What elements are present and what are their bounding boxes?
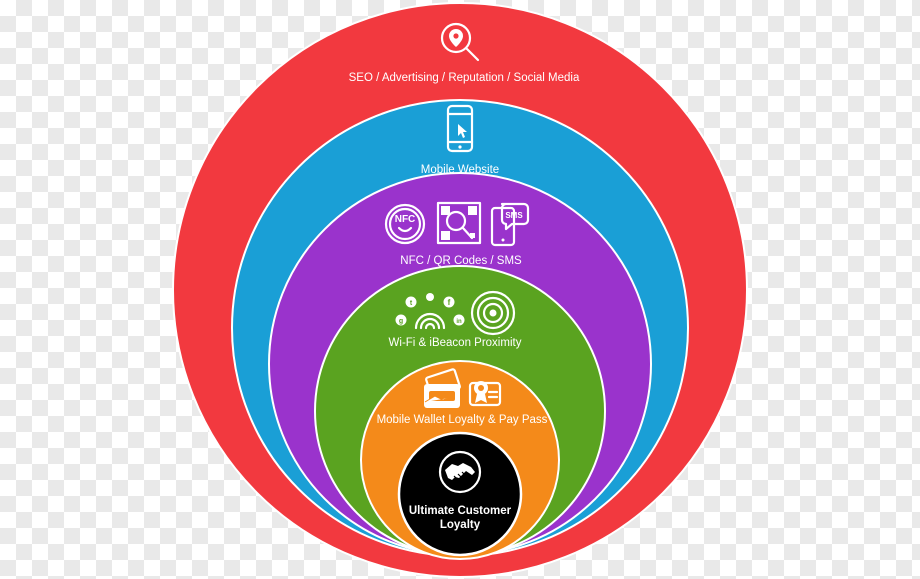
- google-glyph: g: [399, 318, 403, 325]
- handshake-icon: [438, 450, 482, 494]
- ring-label-mobile-website: Mobile Website: [421, 164, 499, 176]
- ring-label-nfc-qr-sms: NFC / QR Codes / SMS: [400, 255, 522, 267]
- nfc-icon-text: NFC: [395, 214, 416, 225]
- nfc-icon: NFC: [384, 203, 426, 245]
- core-circle: [397, 431, 523, 557]
- core-label-line1: Ultimate Customer: [409, 505, 512, 517]
- loyalty-card-icon: [468, 381, 502, 407]
- smartphone-icon: [446, 104, 474, 153]
- search-location-icon: [440, 22, 480, 62]
- ring-label-mobile-wallet: Mobile Wallet Loyalty & Pay Pass: [377, 414, 548, 426]
- ring-label-wifi-ibeacon: Wi-Fi & iBeacon Proximity: [389, 337, 522, 349]
- sms-icon-text: SMS: [505, 211, 523, 220]
- wifi-social-icon: t f g in: [395, 293, 465, 330]
- twitter-glyph: t: [410, 300, 413, 307]
- wallet-cards-icon: [424, 368, 461, 408]
- linkedin-glyph: in: [456, 319, 462, 325]
- core-label-line2: Loyalty: [440, 519, 481, 531]
- qr-code-icon: [436, 201, 482, 245]
- facebook-glyph: f: [448, 298, 451, 307]
- sms-phone-icon: SMS: [490, 202, 530, 247]
- ring-label-seo: SEO / Advertising / Reputation / Social …: [349, 72, 580, 84]
- beacon-icon: [470, 290, 516, 336]
